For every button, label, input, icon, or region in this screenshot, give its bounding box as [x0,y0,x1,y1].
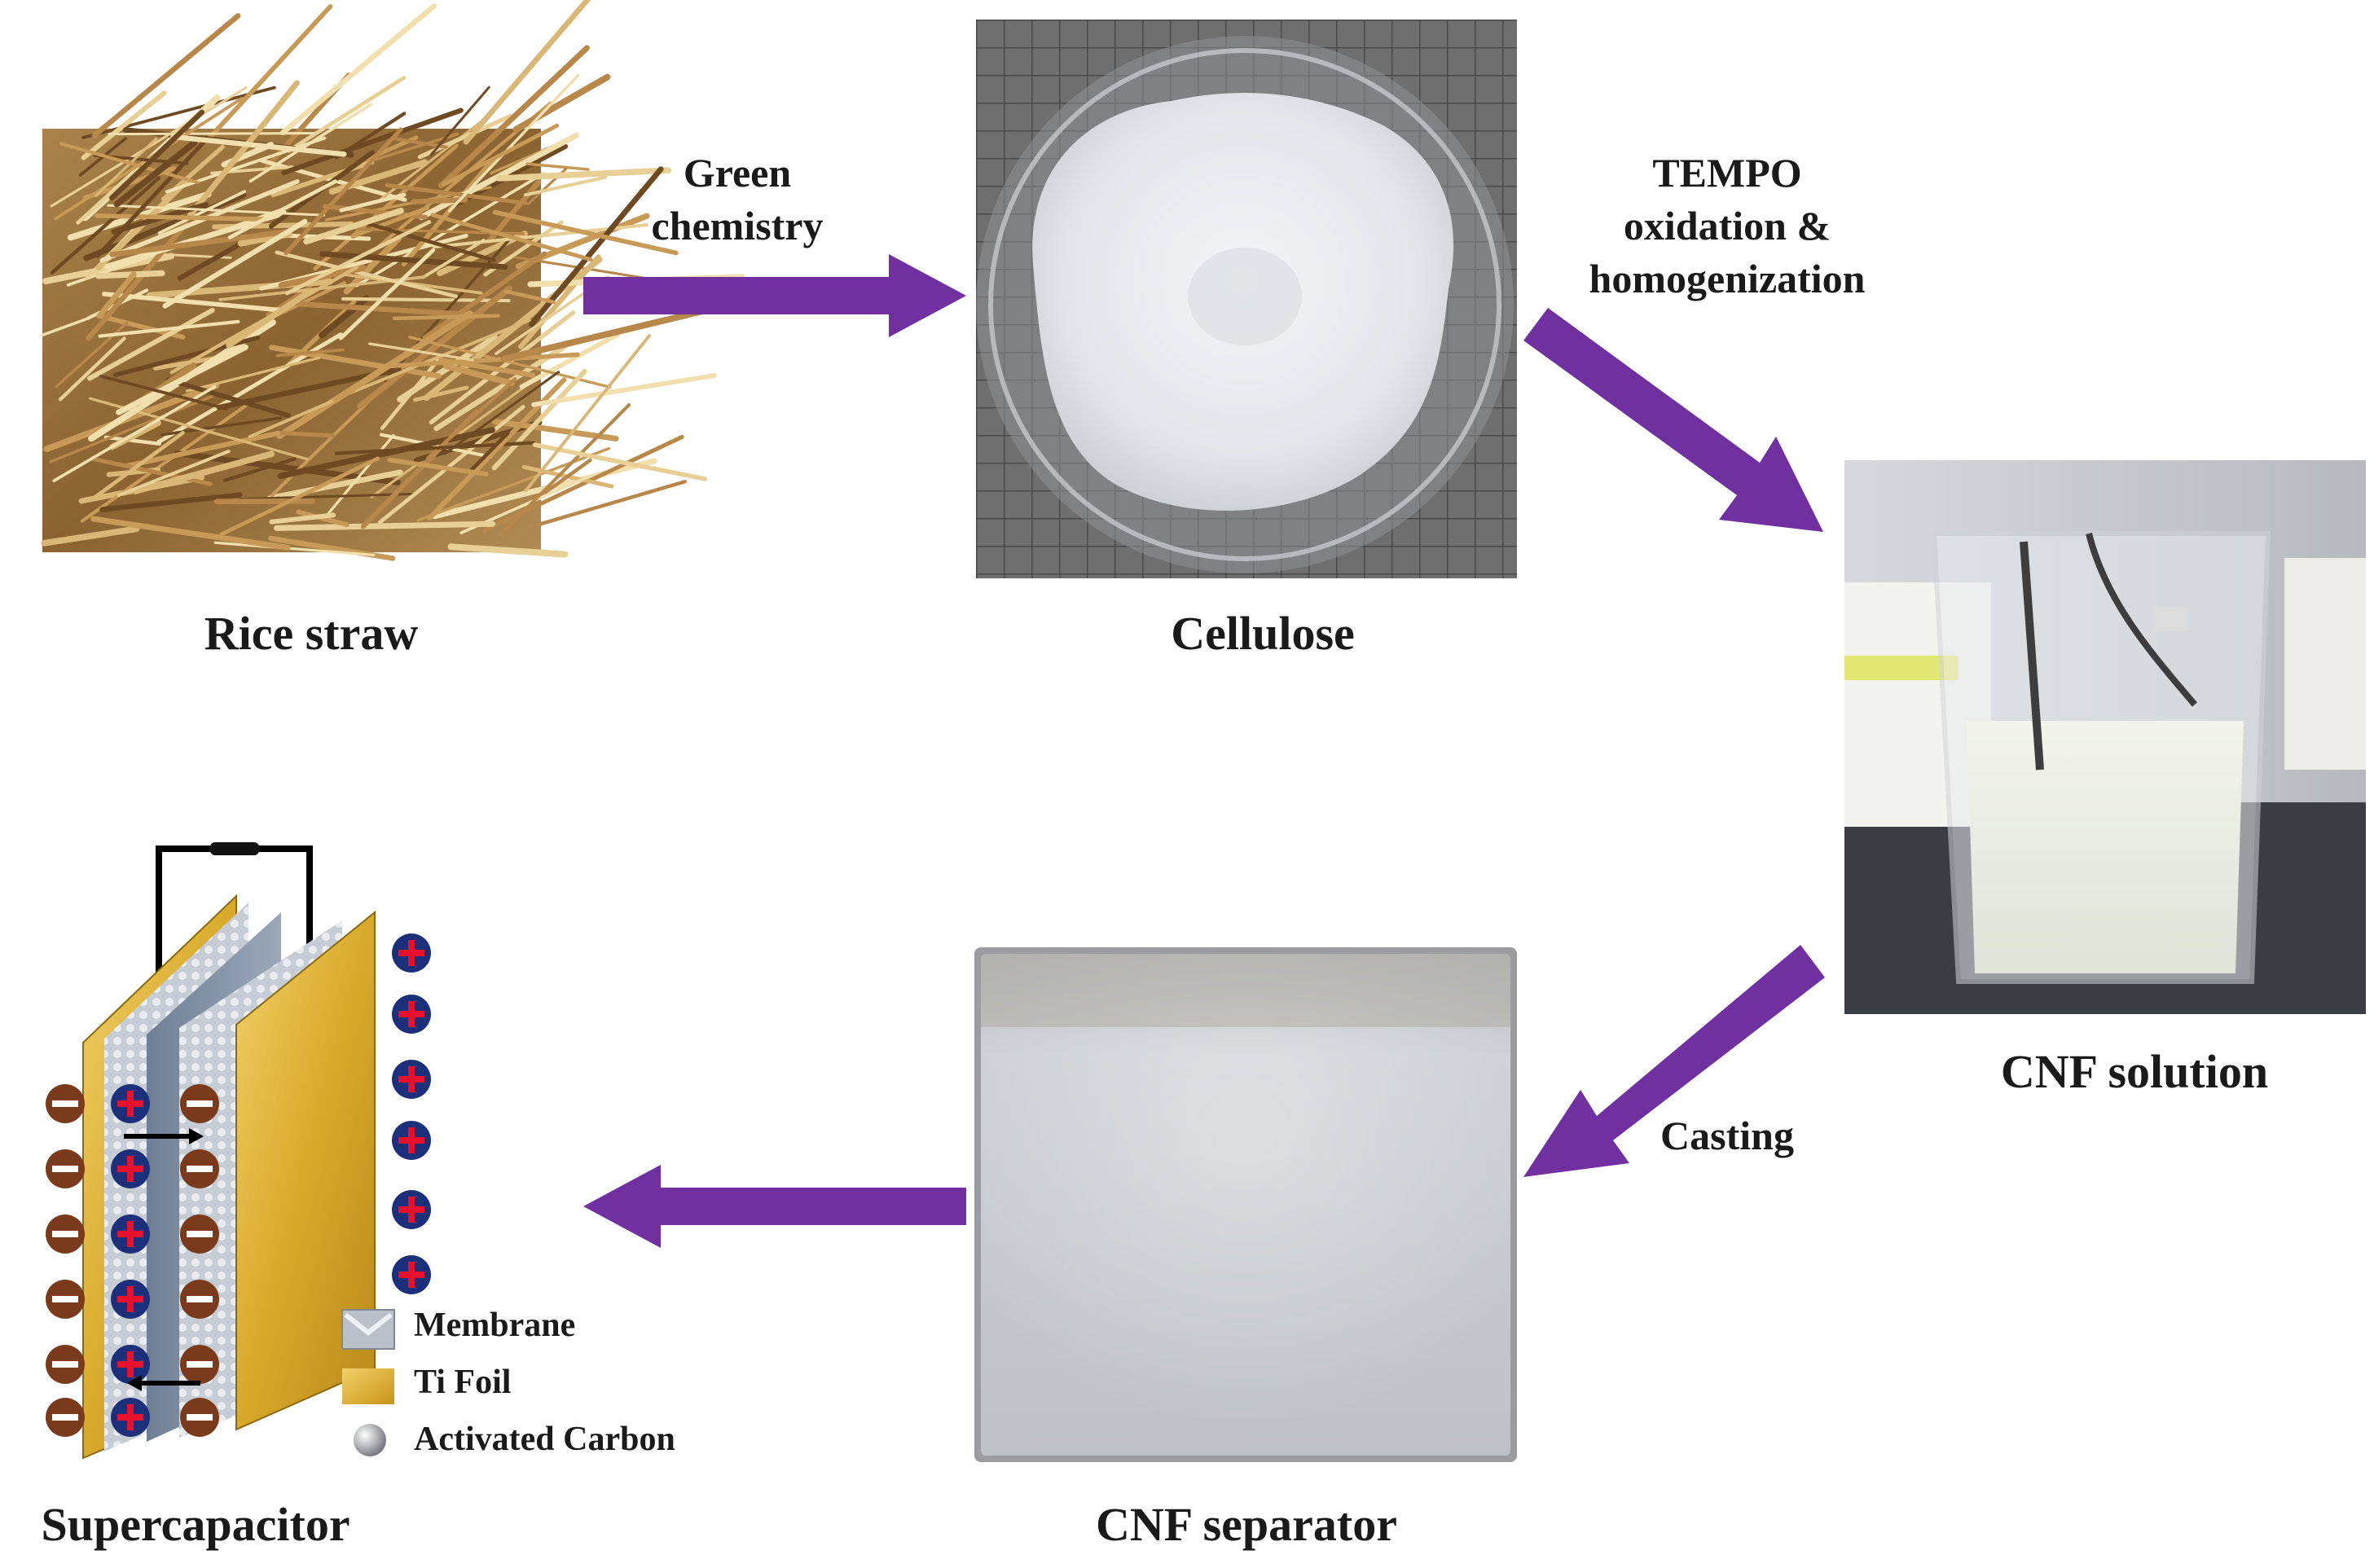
caption-cellulose: Cellulose [1171,607,1355,660]
supercapacitor-diagram [46,842,431,1460]
positive-ion-icon [392,1190,431,1229]
negative-ion-icon [180,1149,219,1188]
arrow-separator-to-supercapacitor [583,1165,966,1248]
label-casting: Casting [1660,1113,1794,1158]
cnf-separator-photo [974,947,1517,1462]
negative-ion-icon [46,1084,85,1123]
membrane-legend-icon [341,1309,395,1350]
legend-membrane: Membrane [414,1307,576,1344]
positive-ion-icon [392,933,431,973]
negative-ion-icon [180,1345,219,1384]
positive-ion-icon [111,1149,150,1188]
negative-ion-icon [180,1084,219,1123]
arrow-straw-to-cellulose [583,254,966,337]
resistor [210,842,259,855]
arrow-cellulose-to-solution [1523,308,1823,532]
cnf-solution-photo [1844,460,2366,1014]
positive-ion-icon [392,1121,431,1160]
positive-ion-icon [392,1060,431,1099]
arrow-solution-to-separator [1523,945,1825,1177]
positive-ion-icon [111,1084,150,1123]
caption-supercapacitor: Supercapacitor [41,1498,350,1551]
negative-ion-icon [46,1149,85,1188]
cellulose-photo [976,20,1517,578]
label-green-chemistry: Green chemistry [651,150,824,248]
negative-ion-icon [180,1214,219,1254]
negative-ion-icon [46,1214,85,1254]
caption-cnf-separator: CNF separator [1096,1498,1397,1551]
negative-ion-icon [46,1280,85,1319]
legend-activated-carbon: Activated Carbon [414,1421,675,1458]
label-tempo-oxidation: TEMPO oxidation & homogenization [1589,150,1866,301]
positive-ion-icon [111,1214,150,1254]
caption-cnf-solution: CNF solution [2000,1045,2269,1098]
negative-ion-icon [46,1398,85,1437]
activated-carbon-legend-icon [354,1424,386,1456]
positive-ion-icon [111,1280,150,1319]
rice-straw-photo [41,0,745,561]
caption-rice-straw: Rice straw [204,607,419,660]
negative-ion-icon [180,1280,219,1319]
ti-foil-legend-icon [342,1368,394,1404]
positive-ion-icon [111,1345,150,1384]
positive-ion-icon [392,995,431,1034]
positive-ion-icon [392,1255,431,1294]
negative-ion-icon [46,1345,85,1384]
legend-ti-foil: Ti Foil [414,1364,512,1401]
positive-ion-icon [111,1398,150,1437]
negative-ion-icon [180,1398,219,1437]
